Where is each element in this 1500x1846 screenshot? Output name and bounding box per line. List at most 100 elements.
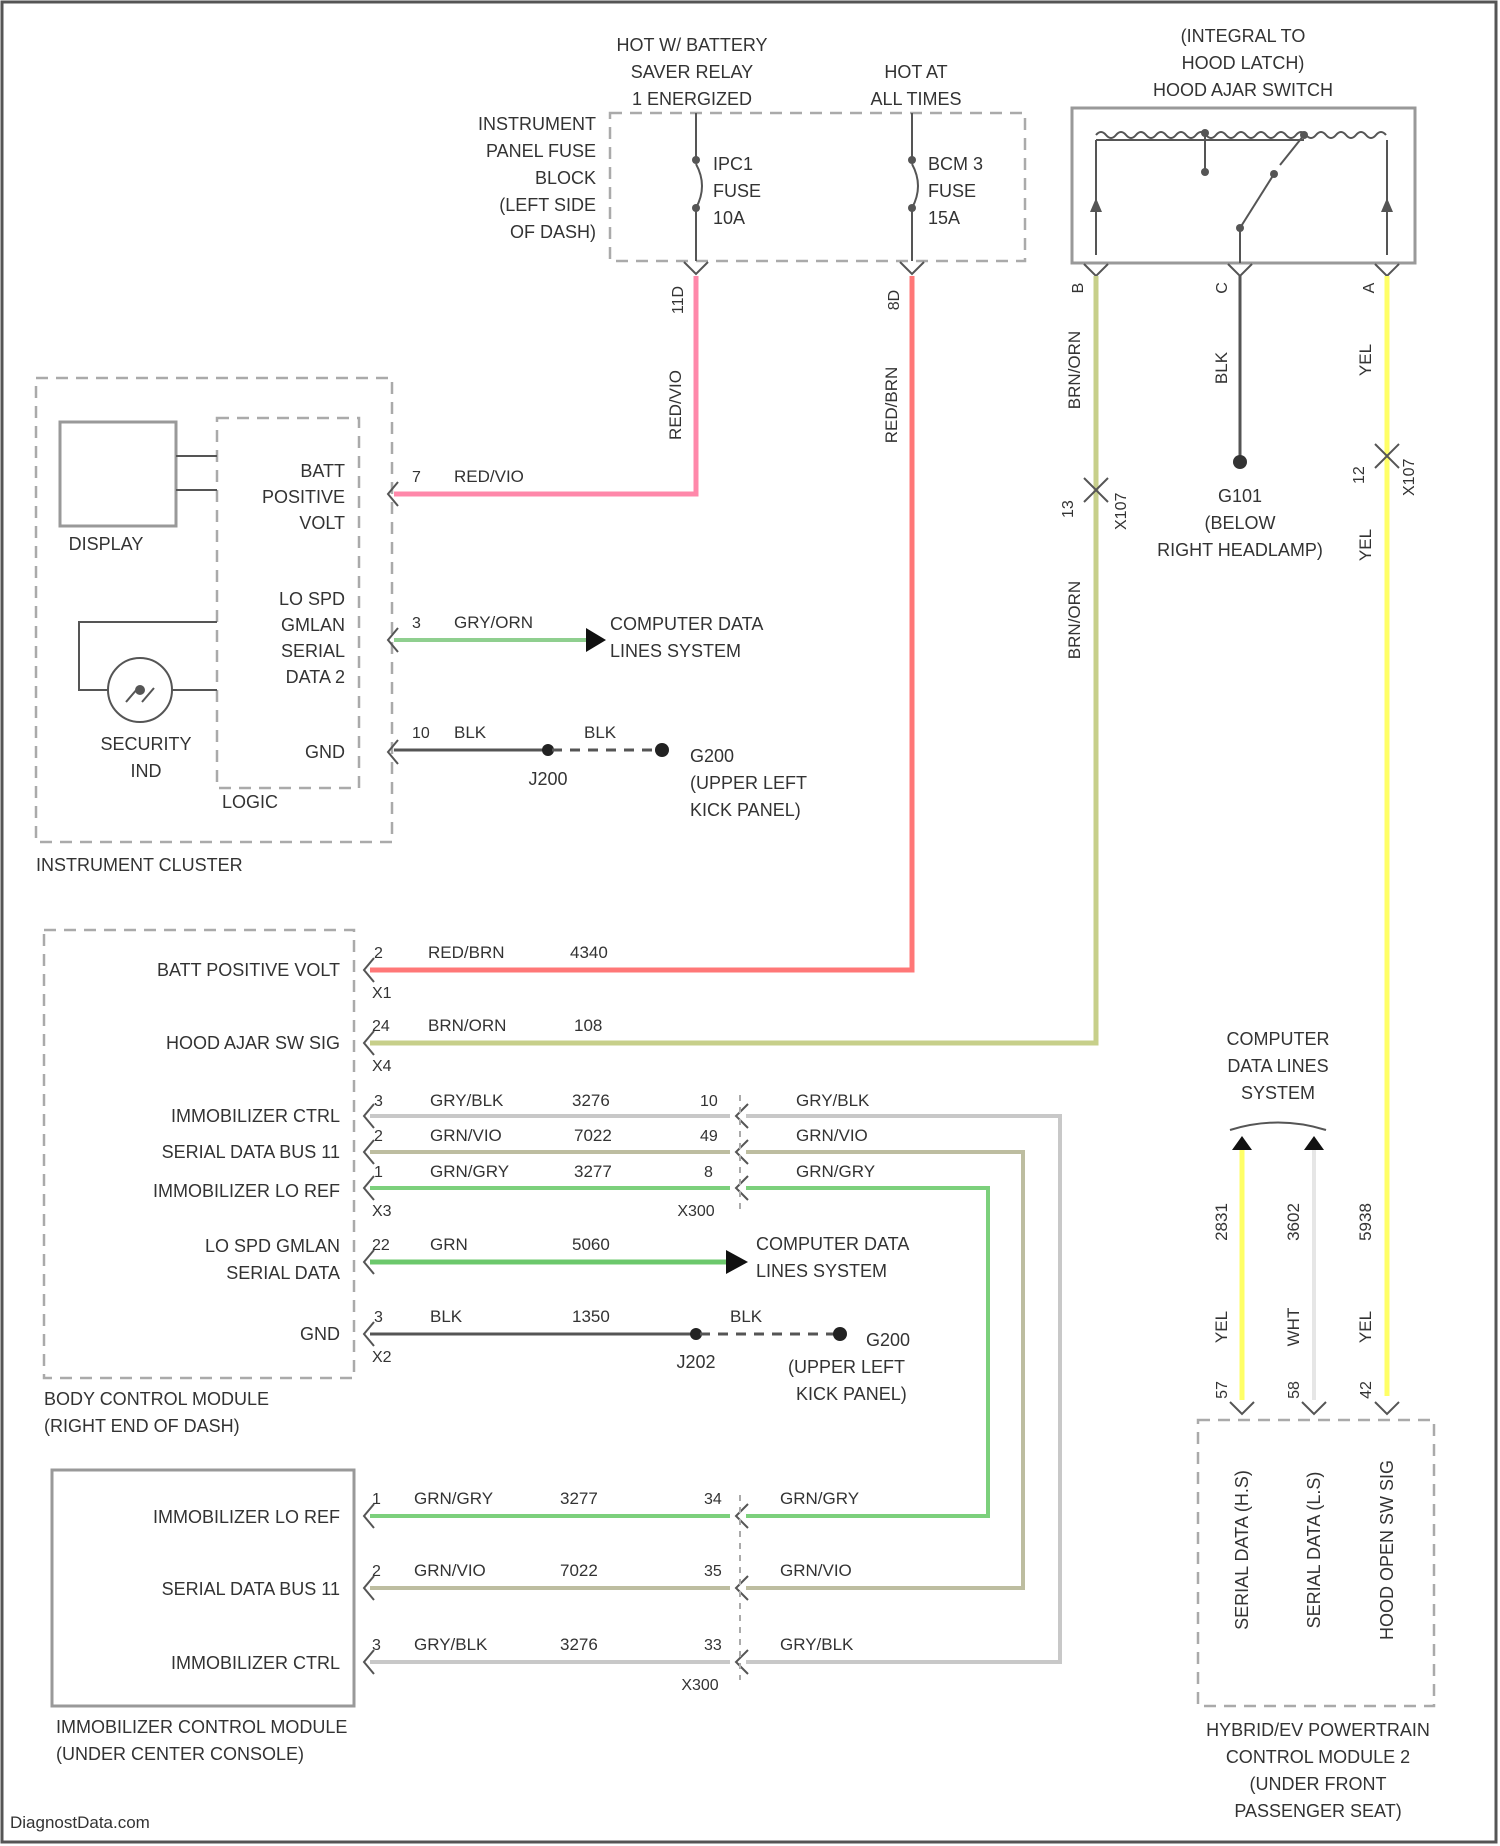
hot-relay-label: HOT W/ BATTERY SAVER RELAY 1 ENERGIZED [616, 35, 767, 109]
logic-label: LOGIC [222, 792, 278, 812]
g101-label-line: G101 [1218, 486, 1262, 506]
x107-pin-label: 13 [1060, 500, 1077, 518]
red-vio-wire [394, 276, 696, 494]
pcm-pin-number: 42 [1358, 1381, 1375, 1399]
arrow-up-icon [1381, 198, 1393, 212]
cluster-pin-label-line: LO SPD [279, 589, 345, 609]
pcm-circuit: 3602 [1284, 1203, 1303, 1241]
wire-label: YEL [1356, 529, 1375, 561]
immobilizer-pin-label: IMMOBILIZER CTRL [171, 1653, 340, 1673]
x300-pin-number: 10 [700, 1093, 718, 1110]
x300-label: X300 [681, 1677, 718, 1694]
data-lines-label-line: LINES SYSTEM [610, 641, 741, 661]
fuse-block-label: INSTRUMENT PANEL FUSE BLOCK (LEFT SIDE O… [478, 114, 596, 242]
immobilizer-pin-number: 1 [372, 1491, 381, 1508]
switch-internal-wiring [1096, 140, 1387, 255]
ground-icon [655, 743, 669, 757]
cluster-pin-label-line: GND [305, 742, 345, 762]
x300-pin-number: 35 [704, 1563, 722, 1580]
ground-label-line: (UPPER LEFT [788, 1357, 905, 1377]
bcm-title-line: (RIGHT END OF DASH) [44, 1416, 240, 1436]
splice-label: J202 [676, 1352, 715, 1372]
data-lines-label-line: COMPUTER DATA [756, 1234, 909, 1254]
wire-label: RED/BRN [882, 367, 901, 444]
cluster-pin-number: 7 [412, 469, 421, 486]
connector-icon [684, 262, 708, 274]
body-control-module: BODY CONTROL MODULE (RIGHT END OF DASH) … [44, 930, 1060, 1662]
cluster-pin-label-line: DATA 2 [286, 667, 345, 687]
pcm-title-line: PASSENGER SEAT) [1234, 1801, 1401, 1821]
hot-all-times-label: HOT AT ALL TIMES [870, 62, 961, 109]
hood-switch-title-line: HOOD AJAR SWITCH [1153, 80, 1333, 100]
bcm-pin-number: 2 [374, 1128, 383, 1145]
vertical-wires: RED/VIO RED/BRN BRN/ORN BRN/ORN 13 X107 … [370, 276, 1418, 1396]
fuse-pin-label: 11D [670, 286, 687, 314]
bcm-wire-color: BRN/ORN [428, 1016, 506, 1035]
bcm-connector-id: X3 [372, 1203, 392, 1220]
pcm-pin-label: HOOD OPEN SW SIG [1377, 1460, 1397, 1640]
bcm-pin-label: SERIAL DATA BUS 11 [162, 1142, 340, 1162]
cluster-pin-label-line: GMLAN [281, 615, 345, 635]
g101-label-line: (BELOW [1204, 513, 1275, 533]
pcm-pin-number: 58 [1286, 1381, 1303, 1399]
bcm-pin-number: 2 [374, 945, 383, 962]
immobilizer-pin-label: IMMOBILIZER LO REF [153, 1507, 340, 1527]
bcm-wire-color: GRN/VIO [430, 1126, 502, 1145]
ground-wire-label: BLK [1212, 351, 1231, 384]
display-box [60, 422, 176, 526]
pcm-title-line: CONTROL MODULE 2 [1226, 1747, 1410, 1767]
cluster-pin-label-line: BATT [300, 461, 345, 481]
ground-label-line: G200 [690, 746, 734, 766]
bcm-wire-color: BLK [730, 1307, 763, 1326]
pcm-wire-color: WHT [1284, 1308, 1303, 1347]
arrow-up-icon [1304, 1136, 1324, 1150]
cluster-title: INSTRUMENT CLUSTER [36, 855, 243, 875]
immobilizer-pin-number: 3 [372, 1637, 381, 1654]
immobilizer-circuit: 7022 [560, 1561, 598, 1580]
bcm-pin-number: 3 [374, 1093, 383, 1110]
bcm-circuit: 4340 [570, 943, 608, 962]
bcm-pin-label-line: SERIAL DATA [226, 1263, 340, 1283]
fuse-pin-label: 8D [886, 290, 903, 310]
ground-label-line: KICK PANEL) [796, 1384, 907, 1404]
cluster-wire-color: RED/VIO [454, 467, 524, 486]
hot-all-times-line: ALL TIMES [870, 89, 961, 109]
x300-pin-number: 8 [704, 1164, 713, 1181]
connector-icon [1375, 264, 1399, 276]
pcm-data-lines-line: SYSTEM [1241, 1083, 1315, 1103]
fuse-symbol-icon [912, 164, 918, 208]
cluster-pin-number: 3 [412, 615, 421, 632]
wire-label: BRN/ORN [1065, 331, 1084, 409]
bcm-wire-color: GRN/VIO [796, 1126, 868, 1145]
bcm-circuit: 5060 [572, 1235, 610, 1254]
fuse-block-label-line: BLOCK [535, 168, 596, 188]
display-label: DISPLAY [69, 534, 144, 554]
switch-contact [1300, 131, 1308, 139]
switch-pin-label: A [1361, 282, 1378, 293]
bcm3-fuse: BCM 3 FUSE 15A 8D [886, 113, 983, 310]
wire-label: YEL [1356, 344, 1375, 376]
bcm-pin-label: IMMOBILIZER LO REF [153, 1181, 340, 1201]
cluster-wire-color: GRY/ORN [454, 613, 533, 632]
fuse-terminal [908, 156, 916, 164]
x107-label: X107 [1113, 493, 1130, 530]
bcm-connector-id: X2 [372, 1349, 392, 1366]
arrow-up-icon [1090, 198, 1102, 212]
splice-label: J200 [528, 769, 567, 789]
ground-label-line: G200 [866, 1330, 910, 1350]
bcm-wire-color: GRY/BLK [796, 1091, 870, 1110]
immobilizer-wire-color: GRY/BLK [780, 1635, 854, 1654]
immobilizer-wire-color: GRN/GRY [780, 1489, 859, 1508]
cluster-wire-color: BLK [454, 723, 487, 742]
x300-label: X300 [677, 1203, 714, 1220]
cluster-pin-label-line: SERIAL [281, 641, 345, 661]
ground-label-line: (UPPER LEFT [690, 773, 807, 793]
connector-icon [1084, 264, 1108, 276]
hot-all-times-line: HOT AT [884, 62, 947, 82]
security-ind-label-line: SECURITY [100, 734, 191, 754]
pcm-circuit: 5938 [1356, 1203, 1375, 1241]
switch-pin-label: C [1214, 282, 1231, 294]
arrow-right-icon [726, 1250, 748, 1274]
